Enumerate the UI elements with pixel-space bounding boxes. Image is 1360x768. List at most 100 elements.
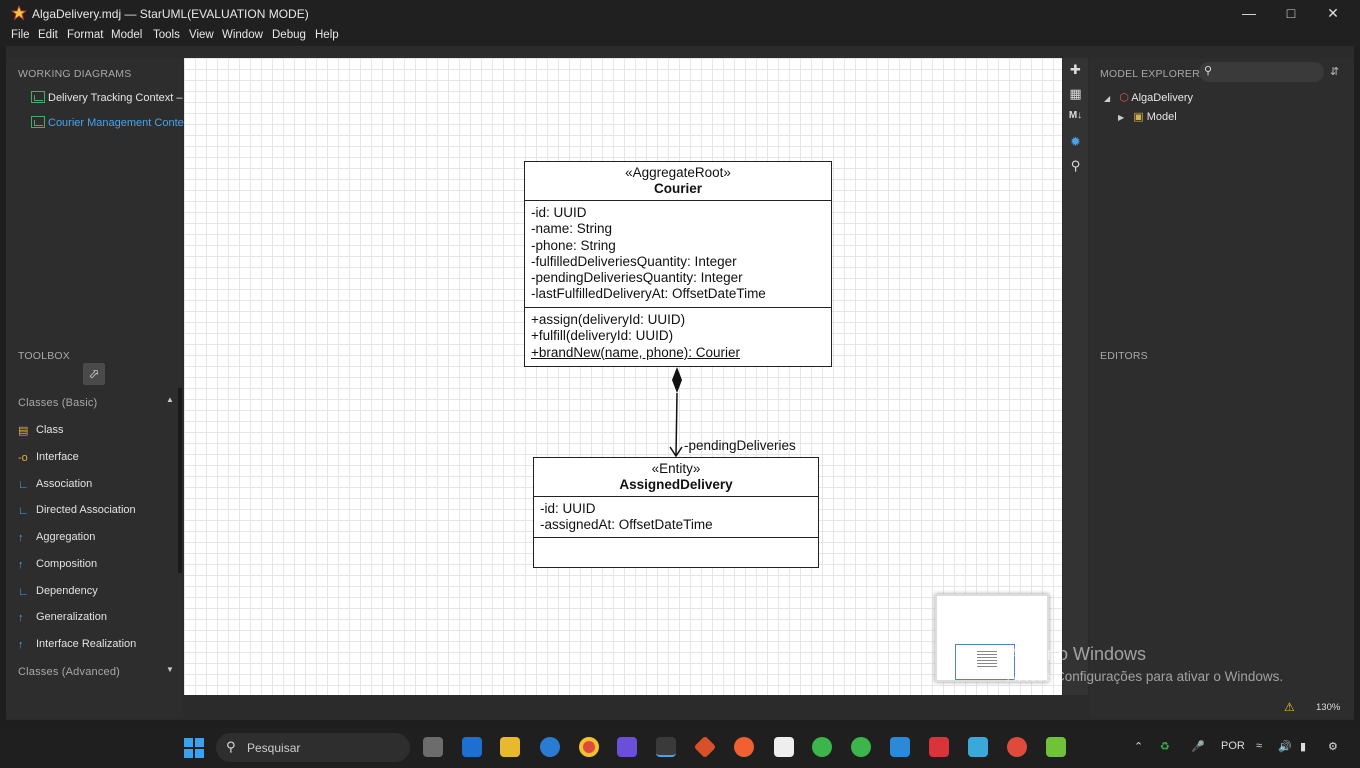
close-button[interactable]: ✕ xyxy=(1327,5,1339,21)
pointer-tool-button[interactable]: ⬀ xyxy=(83,363,105,385)
chrome-profile-icon[interactable] xyxy=(812,737,832,757)
attribute: -phone: String xyxy=(531,237,616,253)
classes-basic-section[interactable]: Classes (Basic) xyxy=(18,397,98,409)
classes-advanced-section[interactable]: Classes (Advanced) xyxy=(18,666,121,678)
diagram-icon xyxy=(31,91,45,103)
language-indicator[interactable]: POR xyxy=(1221,740,1245,752)
menu-bar: File Edit Format Model Tools View Window… xyxy=(0,27,1360,46)
staruml-taskbar-icon[interactable] xyxy=(656,737,676,757)
sync-icon[interactable]: ♻ xyxy=(1160,741,1170,753)
notification-icon[interactable]: ⚙ xyxy=(1328,741,1338,753)
courier-stereotype: «AggregateRoot» xyxy=(625,165,731,180)
courier-class[interactable]: «AggregateRoot» Courier -id: UUID -name:… xyxy=(524,161,832,367)
diagram-minimap[interactable] xyxy=(935,594,1049,682)
toolbox-scrollbar[interactable] xyxy=(178,388,182,573)
title-bar: AlgaDelivery.mdj — StarUML(EVALUATION MO… xyxy=(0,0,1360,27)
collapse-icon[interactable]: ▲ xyxy=(166,395,174,404)
tool-dependency[interactable]: ∟Dependency xyxy=(18,585,98,598)
minimap-viewport[interactable] xyxy=(955,644,1015,680)
working-diagram-item-active[interactable]: Courier Management Contex xyxy=(31,116,189,132)
menu-view[interactable]: View xyxy=(189,29,214,41)
wifi-icon[interactable]: ≈ xyxy=(1256,740,1263,752)
chrome-icon[interactable] xyxy=(1007,737,1027,757)
microphone-icon[interactable]: 🎤 xyxy=(1191,741,1205,753)
tree-child-item[interactable]: ▶ ▣ Model xyxy=(1118,110,1177,123)
working-diagram-label: Delivery Tracking Context – xyxy=(48,92,183,104)
chrome-icon[interactable] xyxy=(579,737,599,757)
menu-model[interactable]: Model xyxy=(111,29,143,41)
share-icon[interactable]: ⚲ xyxy=(1070,158,1081,173)
association-end-label[interactable]: -pendingDeliveries xyxy=(684,438,796,453)
working-diagram-item[interactable]: Delivery Tracking Context – xyxy=(31,91,183,107)
notes-icon[interactable] xyxy=(968,737,988,757)
assigned-delivery-class[interactable]: «Entity» AssignedDelivery -id: UUID -ass… xyxy=(533,457,819,568)
menu-tools[interactable]: Tools xyxy=(153,29,180,41)
interface-icon: -o xyxy=(18,452,28,464)
tree-collapsed-icon[interactable]: ▶ xyxy=(1118,113,1125,122)
side-toolstrip: ✚ ▦ M↓ ✹ ⚲ xyxy=(1063,58,1088,695)
diagram-canvas[interactable]: «AggregateRoot» Courier -id: UUID -name:… xyxy=(184,58,1062,695)
postman-icon[interactable] xyxy=(734,737,754,757)
app-icon[interactable] xyxy=(929,737,949,757)
tree-root-label: AlgaDelivery xyxy=(1131,92,1194,104)
window-title: AlgaDelivery.mdj — StarUML(EVALUATION MO… xyxy=(32,7,309,21)
expand-icon[interactable]: ▼ xyxy=(166,665,174,674)
settings-icon[interactable]: ✹ xyxy=(1070,134,1081,149)
warning-icon[interactable]: ⚠ xyxy=(1284,700,1295,714)
tool-class[interactable]: ▤Class xyxy=(18,424,64,437)
markdown-icon[interactable]: M↓ xyxy=(1068,110,1083,121)
task-view-icon[interactable] xyxy=(423,737,443,757)
vscode-icon[interactable] xyxy=(890,737,910,757)
editors-title: EDITORS xyxy=(1100,350,1148,362)
menu-format[interactable]: Format xyxy=(67,29,104,41)
docker-icon[interactable] xyxy=(540,737,560,757)
notion-icon[interactable] xyxy=(774,737,794,757)
windows-start-icon[interactable] xyxy=(184,738,204,758)
directed-association-icon: ∟ xyxy=(18,505,29,517)
extensions-icon[interactable]: ✚ xyxy=(1070,62,1081,77)
tree-child-label: Model xyxy=(1146,111,1177,123)
assigned-delivery-header: «Entity» AssignedDelivery xyxy=(534,458,818,496)
app-icon[interactable] xyxy=(1046,737,1066,757)
tree-expanded-icon[interactable]: ◢ xyxy=(1104,94,1111,103)
maximize-button[interactable]: □ xyxy=(1286,5,1296,21)
attribute: -fulfilledDeliveriesQuantity: Integer xyxy=(531,253,737,269)
composition-connector[interactable] xyxy=(184,58,1062,695)
tree-root-item[interactable]: ◢ ⬡ AlgaDelivery xyxy=(1104,91,1193,104)
security-shield-icon[interactable] xyxy=(462,737,482,757)
tool-aggregation[interactable]: ↑Aggregation xyxy=(18,531,96,544)
operation: +fulfill(deliveryId: UUID) xyxy=(531,328,674,344)
file-explorer-icon[interactable] xyxy=(500,737,520,757)
taskbar-search-label: Pesquisar xyxy=(247,741,301,755)
menu-file[interactable]: File xyxy=(11,29,30,41)
minimize-button[interactable]: — xyxy=(1242,5,1256,21)
menu-edit[interactable]: Edit xyxy=(38,29,58,41)
tool-composition[interactable]: ↑Composition xyxy=(18,558,98,571)
chrome-profile-icon[interactable] xyxy=(851,737,871,757)
generalization-icon: ↑ xyxy=(18,612,24,624)
tray-overflow-icon[interactable]: ⌃ xyxy=(1134,741,1144,753)
model-search-input[interactable]: ⚲ xyxy=(1199,62,1324,82)
sort-icon[interactable]: ⇵ xyxy=(1330,66,1340,78)
tool-generalization[interactable]: ↑Generalization xyxy=(18,611,107,624)
static-operation: +brandNew(name, phone): Courier xyxy=(531,344,740,360)
volume-icon[interactable]: 🔊 xyxy=(1278,741,1292,753)
layout-icon[interactable]: ▦ xyxy=(1069,86,1082,101)
zoom-level[interactable]: 130% xyxy=(1316,702,1341,713)
menu-debug[interactable]: Debug xyxy=(272,29,306,41)
taskbar-search[interactable]: ⚲ Pesquisar xyxy=(216,733,410,762)
association-icon: ∟ xyxy=(18,479,29,491)
diagram-icon xyxy=(31,116,45,128)
activation-watermark-title: Ativar o Windows xyxy=(1007,644,1147,664)
git-icon[interactable] xyxy=(693,735,717,759)
tool-association[interactable]: ∟Association xyxy=(18,478,93,491)
menu-help[interactable]: Help xyxy=(315,29,339,41)
intellij-icon[interactable] xyxy=(617,737,637,757)
search-icon: ⚲ xyxy=(1204,65,1213,77)
assigned-delivery-stereotype: «Entity» xyxy=(651,461,701,476)
battery-icon[interactable]: ▮ xyxy=(1300,741,1307,753)
menu-window[interactable]: Window xyxy=(222,29,263,41)
tool-directed-association[interactable]: ∟Directed Association xyxy=(18,504,136,517)
tool-interface-realization[interactable]: ↑Interface Realization xyxy=(18,638,137,651)
